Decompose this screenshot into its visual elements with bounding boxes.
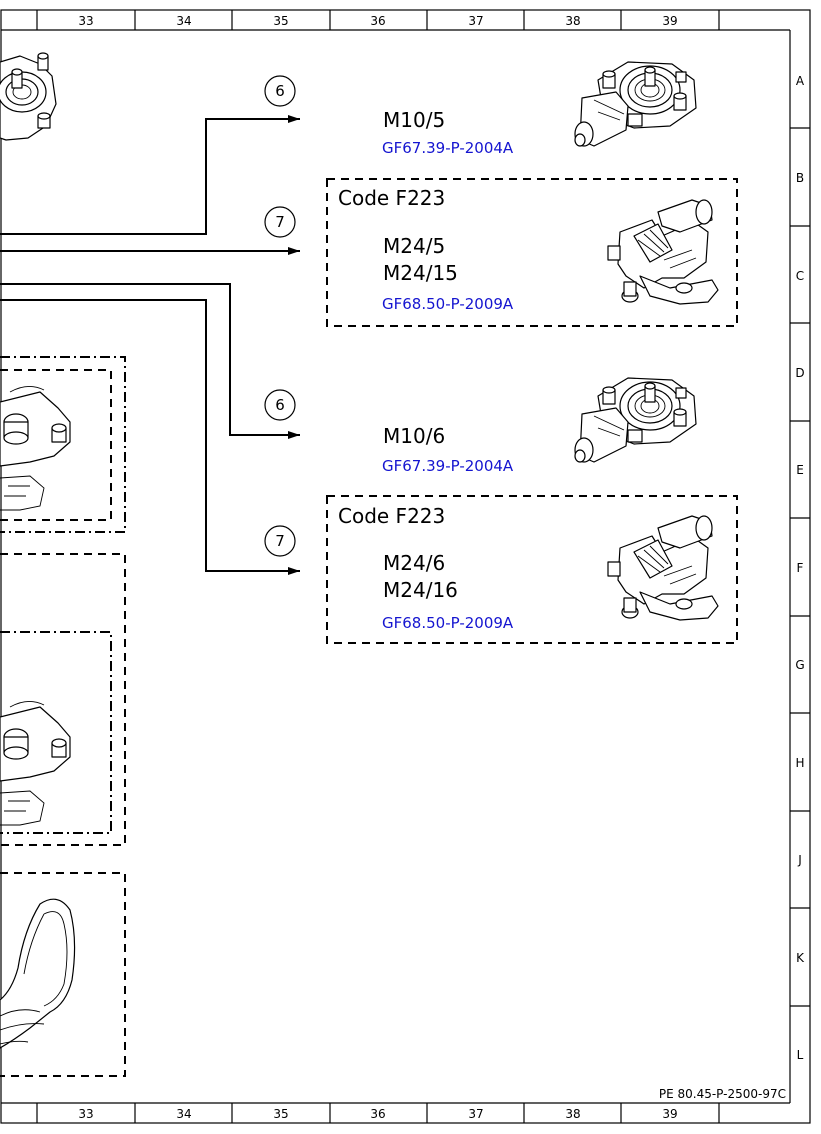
connector-markers: 6 7 6 7 [264,75,296,557]
component-ref: M24/5 [383,234,445,258]
routing-lines [0,115,300,575]
column-number: 34 [176,1107,191,1121]
row-letter: J [797,853,802,867]
code-option-box [326,495,738,644]
column-number: 35 [273,14,288,28]
column-number: 37 [468,1107,483,1121]
column-ruler-bottom: 33 34 35 36 37 38 39 [36,1103,720,1123]
row-ruler-right: A B C D E F G H J K L [790,74,810,1062]
column-number: 39 [662,1107,677,1121]
connector-circle[interactable]: 6 [264,75,296,107]
column-number: 37 [468,14,483,28]
row-letter: A [796,74,805,88]
dash-dot-box [0,356,126,533]
document-link[interactable]: GF68.50-P-2009A [382,295,514,313]
row-letter: B [796,171,804,185]
dashed-box [0,369,112,521]
window-lifter-motor-icon [574,61,697,147]
window-lifter-motor-icon [574,377,697,463]
component-ref: M24/6 [383,551,445,575]
column-number: 38 [565,14,580,28]
document-link[interactable]: GF68.50-P-2009A [382,614,514,632]
row-letter: K [796,951,805,965]
seat-adjustment-motor-icon [607,199,719,305]
svg-text:7: 7 [275,532,285,550]
route-to-m10-6 [0,283,300,439]
row-letter: E [796,463,804,477]
connector-circle[interactable]: 6 [264,389,296,421]
svg-text:7: 7 [275,213,285,231]
dash-dot-box [0,631,112,834]
route-to-m24-6 [0,299,300,575]
component-ref: M10/5 [383,108,445,132]
row-letter: F [797,561,804,575]
seat-icon [0,898,76,1049]
svg-text:6: 6 [275,82,285,100]
code-label: Code F223 [338,504,445,528]
document-link[interactable]: GF67.39-P-2004A [382,139,514,157]
row-letter: G [795,658,804,672]
dashed-box [0,553,126,846]
seat-adjustment-motor-icon [607,515,719,621]
column-number: 33 [78,1107,93,1121]
row-letter: D [795,366,804,380]
row-letter: H [795,756,804,770]
column-number: 36 [370,14,385,28]
component-ref: M10/6 [383,424,445,448]
seat-adjustment-motor-icon [0,700,71,826]
document-link[interactable]: GF67.39-P-2004A [382,457,514,475]
component-group-m24-6: Code F223 M24/6 M24/16 GF68.50-P-2009A [326,495,738,644]
dashed-box [0,872,126,1077]
route-to-m10-5 [0,115,300,235]
svg-text:6: 6 [275,396,285,414]
component-ref: M24/16 [383,578,458,602]
connector-circle[interactable]: 7 [264,525,296,557]
column-number: 39 [662,14,677,28]
column-number: 35 [273,1107,288,1121]
row-letter: L [797,1048,804,1062]
drawing-frame [0,9,811,1124]
left-cropped-components [0,52,126,1077]
component-ref: M24/15 [383,261,458,285]
connector-circle[interactable]: 7 [264,206,296,238]
column-ruler-top: 33 34 35 36 37 38 39 [36,10,720,30]
code-label: Code F223 [338,186,445,210]
component-m10-5: M10/5 GF67.39-P-2004A [382,61,697,157]
component-group-m24-5: Code F223 M24/5 M24/15 GF68.50-P-2009A [326,178,738,327]
component-m10-6: M10/6 GF67.39-P-2004A [382,377,697,475]
seat-adjustment-motor-icon [0,385,71,511]
column-number: 33 [78,14,93,28]
window-lifter-motor-icon [0,52,57,141]
column-number: 38 [565,1107,580,1121]
code-option-box [326,178,738,327]
row-letter: C [796,269,804,283]
column-number: 36 [370,1107,385,1121]
document-id: PE 80.45-P-2500-97C [659,1087,786,1101]
column-number: 34 [176,14,191,28]
